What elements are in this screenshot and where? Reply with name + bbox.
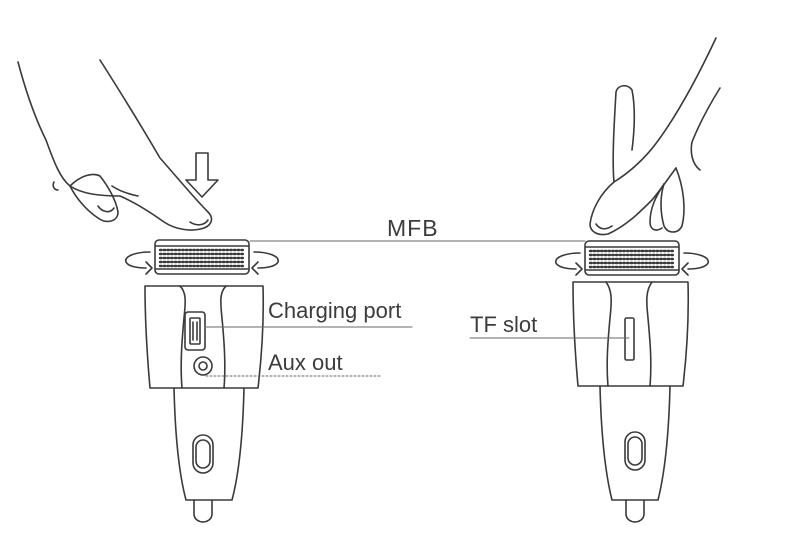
left-device xyxy=(17,59,279,523)
aux-out-label: Aux out xyxy=(268,350,343,375)
rotate-right-icon xyxy=(253,251,279,269)
left-hand-icon xyxy=(17,59,213,231)
rotate-left-icon xyxy=(125,251,151,269)
ring-texture-left xyxy=(158,248,246,268)
right-hand-icon xyxy=(589,37,717,236)
charging-port-label: Charging port xyxy=(268,298,401,323)
tf-slot-label: TF slot xyxy=(470,312,537,337)
leader-lines xyxy=(204,240,630,377)
right-plug-slot xyxy=(624,431,646,471)
down-arrow-icon xyxy=(185,152,219,198)
left-device-plug xyxy=(173,387,245,501)
aux-port-icon xyxy=(193,356,213,376)
mfb-label: MFB xyxy=(387,215,439,241)
rotate-right-icon xyxy=(683,252,709,270)
ring-texture-right xyxy=(588,249,676,269)
rotate-left-icon xyxy=(555,252,581,270)
usb-port-icon xyxy=(184,311,206,351)
left-device-body xyxy=(144,285,265,389)
right-device-plug xyxy=(599,385,671,501)
mfb-ring-right xyxy=(584,240,680,276)
mfb-ring-left xyxy=(154,239,250,275)
right-device xyxy=(555,37,721,523)
left-plug-slot xyxy=(192,434,214,474)
left-hand-thumb xyxy=(69,173,119,223)
right-device-body xyxy=(572,281,690,387)
tf-slot-icon xyxy=(624,317,635,361)
